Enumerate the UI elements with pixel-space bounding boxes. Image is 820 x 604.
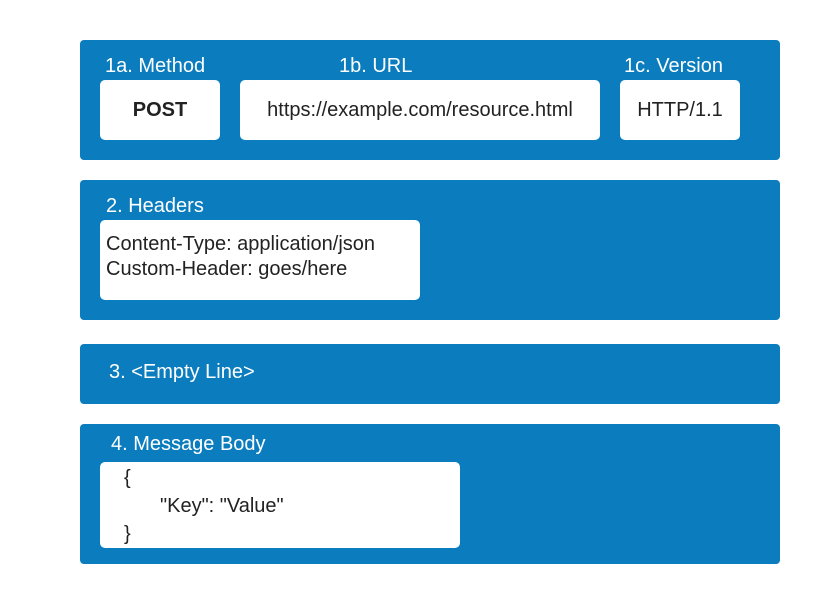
body-line: } bbox=[124, 523, 131, 545]
empty-line-panel: 3. <Empty Line> bbox=[80, 344, 780, 404]
headers-panel: 2. Headers Content-Type: application/jso… bbox=[80, 180, 780, 320]
message-body-box: { "Key": "Value" } bbox=[100, 462, 460, 548]
version-label: 1c. Version bbox=[624, 55, 723, 77]
request-line-panel: 1a. Method 1b. URL 1c. Version POST http… bbox=[80, 40, 780, 160]
body-line: "Key": "Value" bbox=[160, 495, 284, 517]
url-box: https://example.com/resource.html bbox=[240, 80, 600, 140]
message-body-label: 4. Message Body bbox=[111, 433, 266, 455]
header-line: Content-Type: application/json bbox=[106, 233, 376, 255]
body-line: { bbox=[124, 467, 131, 489]
headers-box: Content-Type: application/json Custom-He… bbox=[100, 220, 420, 300]
headers-label: 2. Headers bbox=[106, 195, 204, 217]
url-label: 1b. URL bbox=[339, 55, 413, 77]
method-label: 1a. Method bbox=[105, 55, 206, 77]
empty-line-label: 3. <Empty Line> bbox=[109, 361, 255, 383]
message-body-panel: 4. Message Body { "Key": "Value" } bbox=[80, 424, 780, 564]
version-box: HTTP/1.1 bbox=[620, 80, 740, 140]
method-box: POST bbox=[100, 80, 220, 140]
header-line: Custom-Header: goes/here bbox=[106, 258, 348, 280]
